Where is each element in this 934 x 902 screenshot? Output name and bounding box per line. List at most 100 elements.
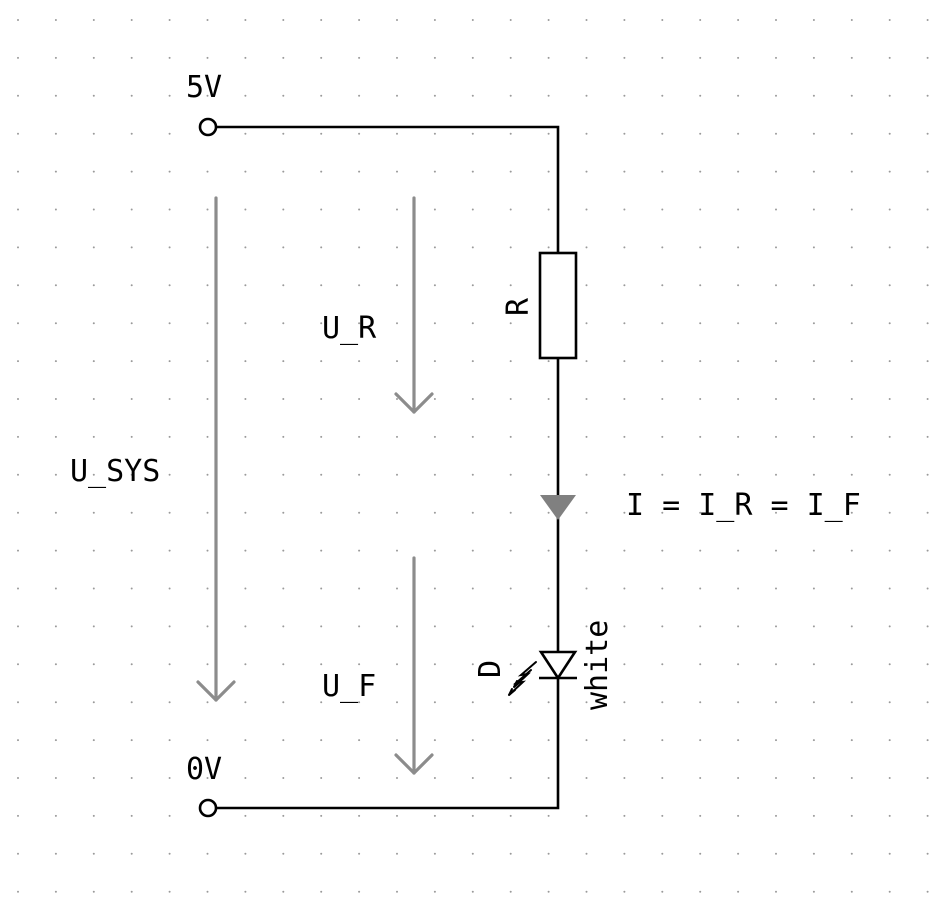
grid-dot (471, 473, 474, 476)
grid-dot (737, 739, 740, 742)
grid-dot (396, 132, 398, 135)
grid-dot (888, 625, 891, 628)
grid-dot (130, 284, 133, 287)
grid-dot (509, 549, 512, 552)
grid-dot (396, 19, 398, 21)
grid-dot (168, 435, 171, 438)
grid-dot (54, 246, 57, 249)
grid-dot (244, 170, 247, 173)
grid-dot (206, 739, 209, 742)
grid-dot (17, 852, 19, 855)
grid-dot (623, 322, 626, 325)
grid-dot (168, 246, 171, 249)
grid-dot (282, 360, 285, 363)
grid-dot (358, 360, 361, 363)
grid-dot (471, 398, 474, 400)
supply-terminal[interactable] (198, 117, 218, 137)
grid-dot (471, 587, 474, 590)
grid-dot (699, 890, 702, 893)
grid-dot (775, 739, 777, 742)
grid-dot (547, 132, 550, 135)
ground-terminal[interactable] (198, 798, 218, 818)
grid-dot (850, 360, 853, 363)
grid-dot (888, 170, 891, 173)
grid-dot (244, 322, 247, 325)
grid-dot (92, 19, 95, 21)
resistor-voltage-label: U_R (322, 311, 377, 346)
grid-dot (244, 890, 247, 893)
grid-dot (737, 132, 740, 135)
grid-dot (850, 814, 853, 817)
grid-dot (926, 625, 929, 628)
grid-dot (320, 322, 323, 325)
grid-dot (206, 852, 209, 855)
grid-dot (396, 322, 398, 325)
grid-dot (737, 208, 740, 211)
grid-dot (396, 56, 398, 59)
grid-dot (509, 625, 512, 628)
grid-dot (320, 625, 323, 628)
grid-dot (358, 890, 361, 893)
grid-dot (812, 701, 815, 704)
grid-dot (206, 170, 209, 173)
grid-dot (585, 511, 588, 514)
grid-dot (358, 625, 361, 628)
grid-dot (850, 587, 853, 590)
grid-dot (547, 852, 550, 855)
grid-dot (168, 777, 171, 779)
grid-dot (282, 511, 285, 514)
grid-dot (130, 701, 133, 704)
grid-dot (358, 170, 361, 173)
grid-dot (850, 132, 853, 135)
grid-dot (623, 663, 626, 666)
grid-dot (623, 56, 626, 59)
grid-dot (433, 739, 436, 742)
grid-dot (17, 284, 19, 287)
grid-dot (888, 360, 891, 363)
grid-dot (661, 777, 664, 779)
grid-dot (737, 511, 740, 514)
grid-dot (623, 246, 626, 249)
grid-dot (699, 284, 702, 287)
grid-dot (699, 587, 702, 590)
grid-dot (244, 549, 247, 552)
grid-dot (320, 852, 323, 855)
grid-dot (850, 170, 853, 173)
grid-dot (812, 56, 815, 59)
grid-dot (699, 170, 702, 173)
grid-dot (926, 132, 929, 135)
grid-dot (737, 777, 740, 779)
grid-dot (471, 246, 474, 249)
grid-dot (585, 625, 588, 628)
grid-dot (623, 814, 626, 817)
grid-dot (926, 663, 929, 666)
grid-dot (358, 852, 361, 855)
grid-dot (433, 246, 436, 249)
led-symbol[interactable] (508, 650, 578, 696)
grid-dot (17, 208, 19, 211)
grid-dot (471, 511, 474, 514)
grid-dot (775, 890, 777, 893)
grid-dot (888, 246, 891, 249)
grid-dot (168, 322, 171, 325)
resistor-body[interactable] (538, 251, 578, 360)
grid-dot (320, 890, 323, 893)
grid-dot (471, 435, 474, 438)
grid-dot (130, 398, 133, 400)
grid-dot (92, 852, 95, 855)
grid-dot (888, 94, 891, 97)
grid-dot (888, 890, 891, 893)
grid-dot (926, 739, 929, 742)
grid-dot (888, 511, 891, 514)
grid-dot (206, 398, 209, 400)
grid-dot (661, 360, 664, 363)
grid-dot (54, 625, 57, 628)
grid-dot (54, 284, 57, 287)
grid-dot (92, 739, 95, 742)
grid-dot (926, 19, 929, 21)
grid-dot (471, 322, 474, 325)
grid-dot (888, 663, 891, 666)
grid-dot (850, 625, 853, 628)
grid-dot (926, 94, 929, 97)
grid-dot (661, 701, 664, 704)
